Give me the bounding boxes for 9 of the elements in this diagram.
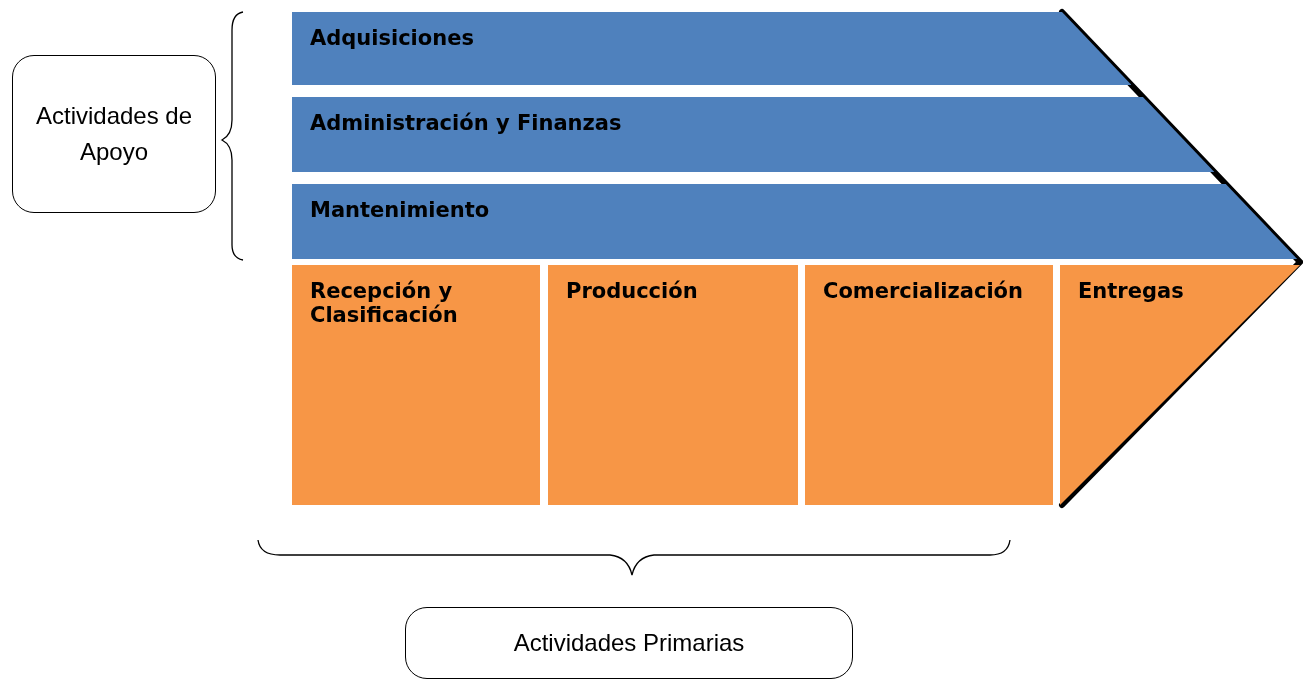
primary-activity-box: Recepción y Clasificación xyxy=(292,265,540,505)
callout-box: Actividades de Apoyo xyxy=(12,55,216,213)
support-activity-band: Mantenimiento xyxy=(292,184,1298,259)
primary-activity-box: Producción xyxy=(548,265,798,505)
callout-box: Actividades Primarias xyxy=(405,607,853,679)
primary-activity-box: Entregas xyxy=(1060,265,1300,505)
primary-activity-box: Comercialización xyxy=(805,265,1053,505)
support-activity-band: Adquisiciones xyxy=(292,12,1132,85)
support-activity-band: Administración y Finanzas xyxy=(292,97,1215,172)
